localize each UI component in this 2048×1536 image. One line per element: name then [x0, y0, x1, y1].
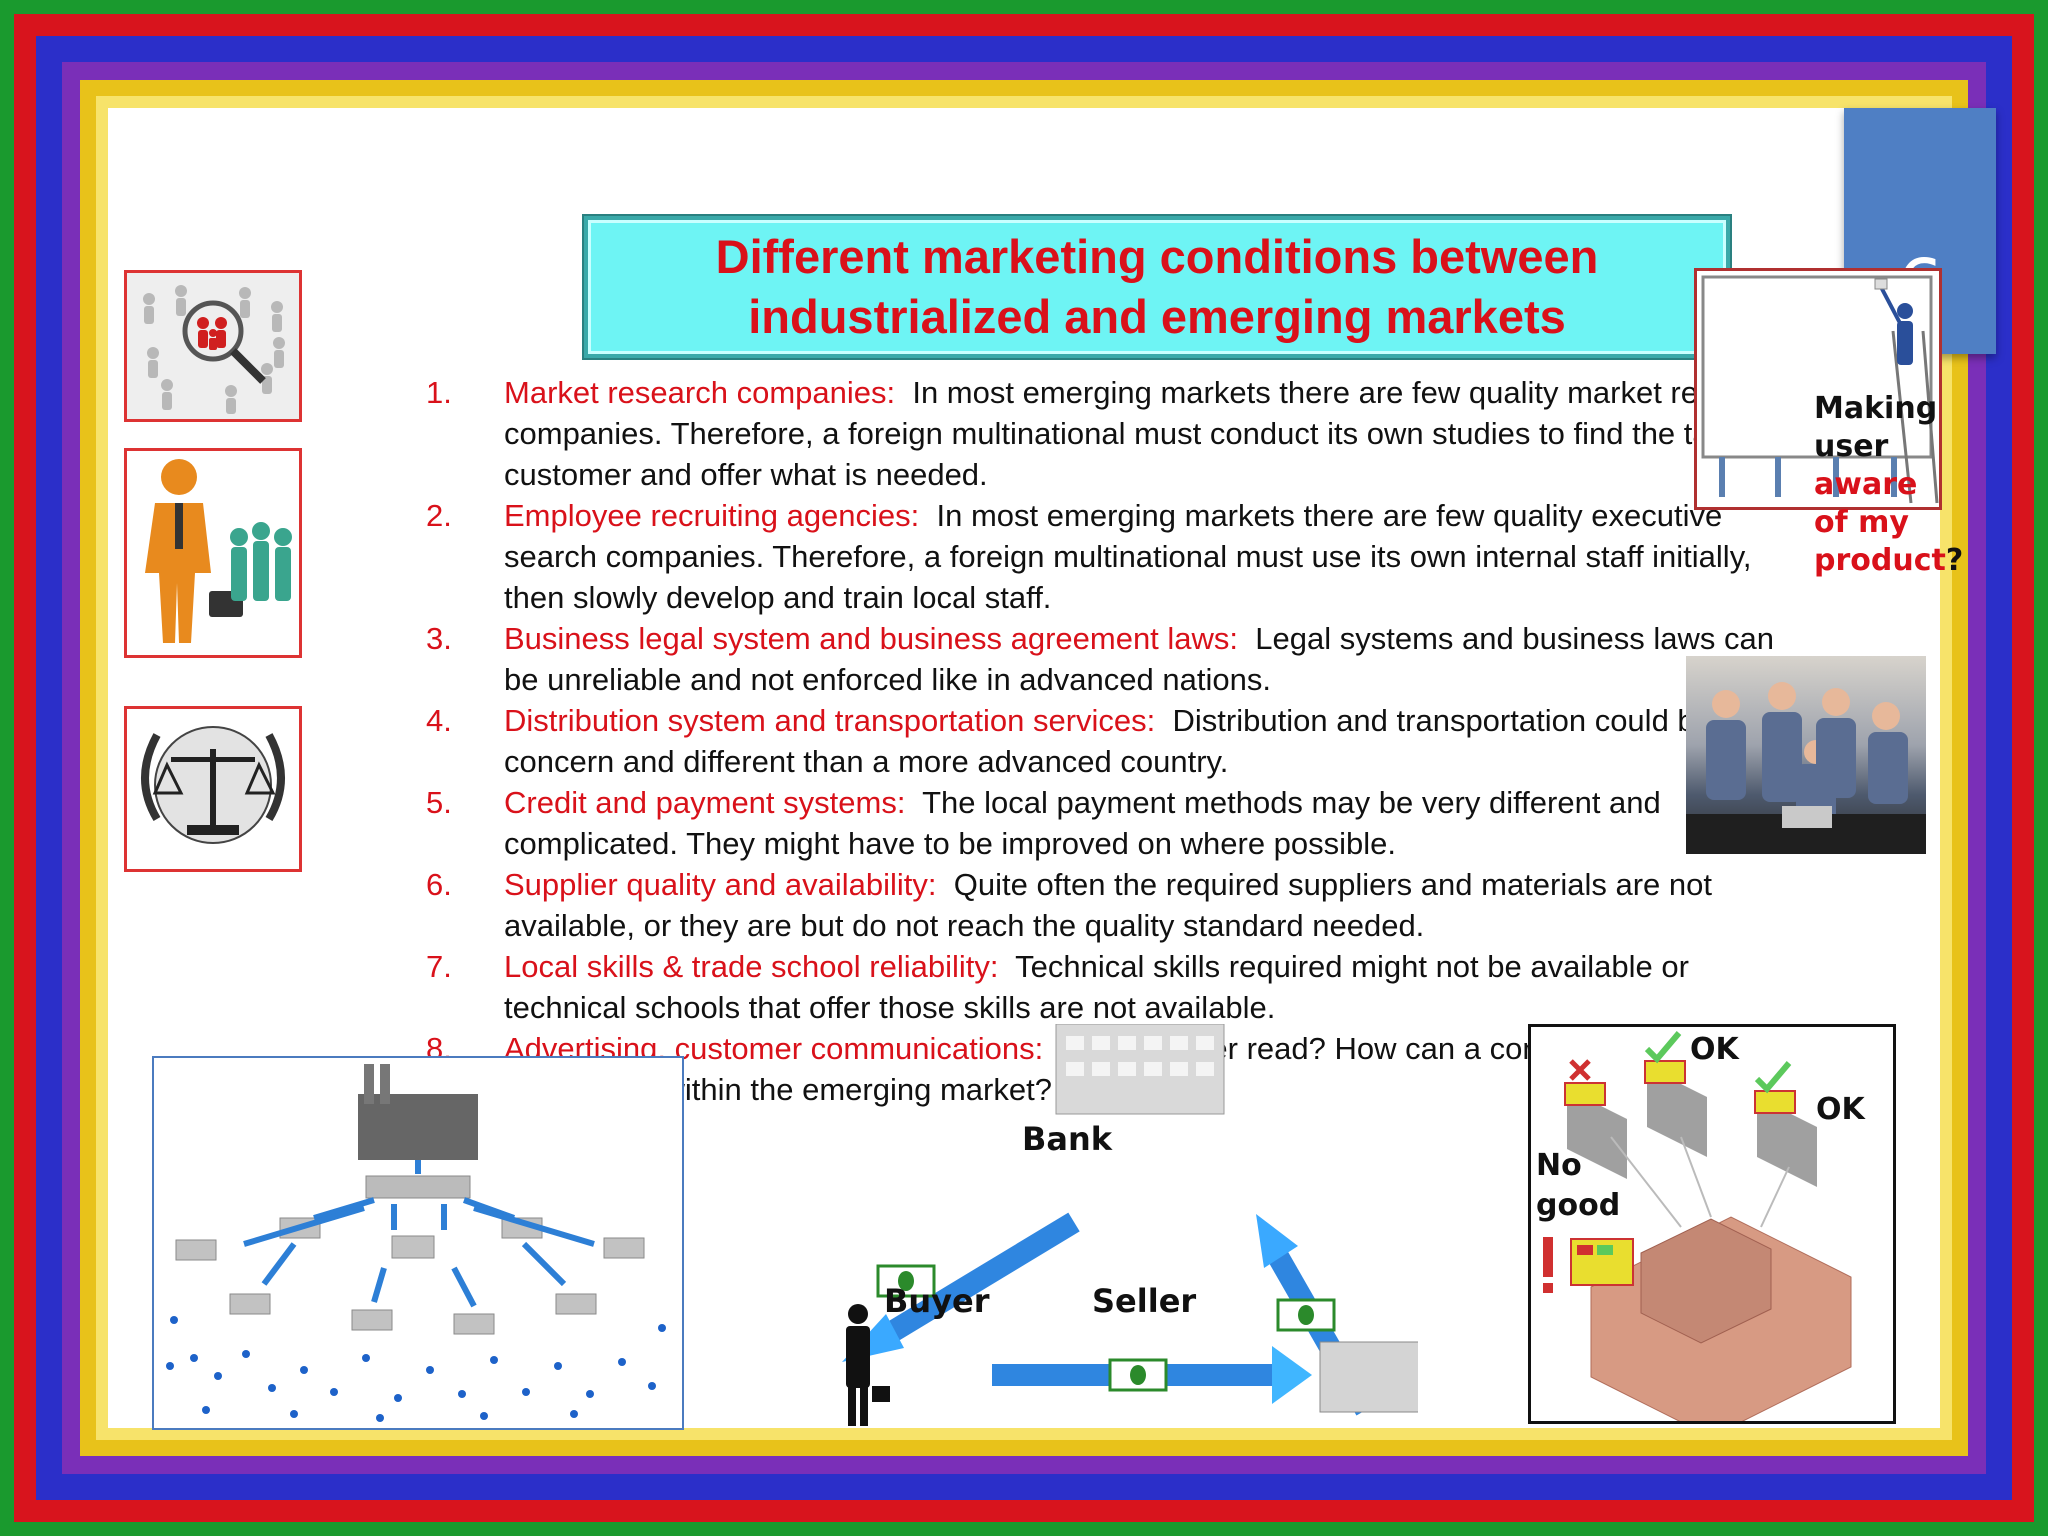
suppliers-factory-icon — [1543, 1031, 1852, 1438]
list-body: Supplier quality and availability: Quite… — [504, 864, 1796, 946]
trade-workers-photo — [1686, 656, 1926, 854]
list-text: The local payment methods may be very di… — [504, 785, 1661, 861]
list-body: Local skills & trade school reliability:… — [504, 946, 1796, 1028]
no-good-label-1: No — [1536, 1148, 1582, 1183]
list-heading: Credit and payment systems: — [504, 785, 906, 820]
workers-group-icon — [1686, 682, 1926, 854]
magnifier-people-icon — [143, 285, 285, 414]
list-body: Credit and payment systems: The local pa… — [504, 782, 1796, 864]
title-line-2: industrialized and emerging markets — [748, 290, 1566, 343]
no-good-label-2: good — [1536, 1188, 1621, 1223]
distribution-network-icon — [166, 1064, 666, 1422]
title-box: Different marketing conditions between i… — [584, 216, 1730, 358]
billboard-text-user: user — [1814, 429, 1889, 464]
list-text: Technical skills required might not be a… — [504, 949, 1689, 1025]
list-number: 6. — [426, 867, 452, 902]
list-item: 7. Local skills & trade school reliabili… — [426, 946, 1796, 1028]
ok-label-1: OK — [1690, 1032, 1739, 1067]
slide: 6 Different marketing conditions between… — [108, 108, 1996, 1438]
list-body: Business legal system and business agree… — [504, 618, 1796, 700]
list-number: 7. — [426, 949, 452, 984]
distribution-network-image — [152, 1056, 684, 1430]
billboard-image — [1694, 268, 1942, 510]
scales-of-justice-icon — [141, 726, 285, 844]
list-heading: Business legal system and business agree… — [504, 621, 1239, 656]
billboard-line-1: Making — [1814, 391, 1938, 426]
list-text: Quite often the required suppliers and m… — [504, 867, 1712, 943]
billboard-text-product: product — [1814, 543, 1946, 578]
billboard-line-4: product? — [1814, 542, 1963, 580]
legal-system-image — [124, 706, 302, 872]
bank-label: Bank — [1022, 1120, 1113, 1158]
billboard-text-question: ? — [1945, 543, 1964, 578]
list-text: Distribution and transportation could be… — [504, 703, 1738, 779]
list-heading: Supplier quality and availability: — [504, 867, 937, 902]
list-item: 1. Market research companies: In most em… — [426, 372, 1796, 495]
list-heading: Distribution system and transportation s… — [504, 703, 1156, 738]
list-body: Distribution system and transportation s… — [504, 700, 1796, 782]
billboard-painter-icon — [1701, 275, 1939, 504]
list-item: 4. Distribution system and transportatio… — [426, 700, 1796, 782]
list-heading: Local skills & trade school reliability: — [504, 949, 999, 984]
list-number: 5. — [426, 785, 452, 820]
buyer-seller-arrow-icon — [992, 1341, 1418, 1413]
buyer-label: Buyer — [884, 1282, 990, 1320]
list-body: Market research companies: In most emerg… — [504, 372, 1796, 495]
recruiting-image — [124, 448, 302, 658]
market-research-image — [124, 270, 302, 422]
list-number: 1. — [426, 375, 452, 410]
list-item: 6. Supplier quality and availability: Qu… — [426, 864, 1796, 946]
list-item: 3. Business legal system and business ag… — [426, 618, 1796, 700]
list-number: 4. — [426, 703, 452, 738]
list-text: In most emerging markets there are few q… — [504, 375, 1792, 492]
businessman-team-icon — [145, 459, 292, 643]
list-item: 5. Credit and payment systems: The local… — [426, 782, 1796, 864]
seller-label: Seller — [1092, 1282, 1197, 1320]
billboard-line-2: user aware — [1814, 428, 1963, 504]
list-number: 2. — [426, 498, 452, 533]
list-heading: Market research companies: — [504, 375, 896, 410]
title-line-1: Different marketing conditions between — [715, 230, 1599, 283]
supplier-quality-diagram — [1528, 1024, 1896, 1438]
list-number: 3. — [426, 621, 452, 656]
list-body: Employee recruiting agencies: In most em… — [504, 495, 1796, 618]
list-text: Legal systems and business laws can be u… — [504, 621, 1774, 697]
billboard-line-3: of my — [1814, 505, 1909, 540]
billboard-text-aware: aware — [1814, 467, 1918, 502]
list-item: 2. Employee recruiting agencies: In most… — [426, 495, 1796, 618]
conditions-list: 1. Market research companies: In most em… — [426, 372, 1796, 1110]
list-heading: Employee recruiting agencies: — [504, 498, 920, 533]
ok-label-2: OK — [1816, 1092, 1865, 1127]
list-text: In most emerging markets there are few q… — [504, 498, 1752, 615]
billboard-text: Making user aware of my product? — [1814, 390, 1963, 580]
